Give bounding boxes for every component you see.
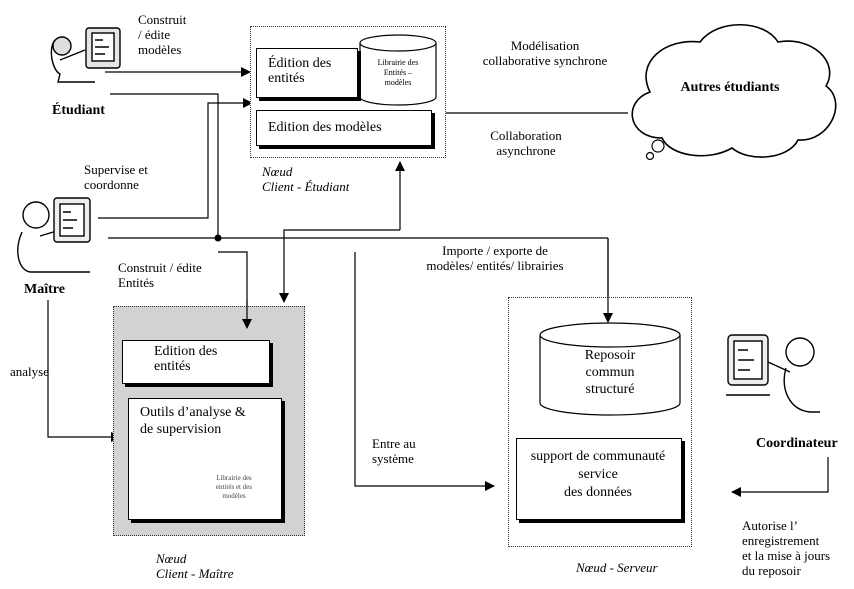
arrow-coordinateur bbox=[731, 457, 829, 497]
supervise-label: Supervise et coordonne bbox=[84, 162, 148, 192]
arrow-entre-systeme bbox=[354, 252, 495, 491]
edition-entites-box-etudiant bbox=[256, 48, 358, 98]
entre-systeme-label: Entre au système bbox=[372, 436, 416, 466]
support-label: support de communauté service des donnée… bbox=[530, 449, 666, 500]
outils-box bbox=[128, 398, 282, 520]
arrow-to-maitre-node bbox=[279, 229, 400, 303]
etudiant-label: Étudiant bbox=[52, 103, 105, 118]
cloud-shape bbox=[631, 24, 837, 161]
line-etudiant-to-junction bbox=[110, 93, 219, 238]
librairie-label-maitre: Librairie des entités et des modèles bbox=[215, 474, 253, 500]
coordinateur-figure bbox=[726, 334, 820, 413]
support-box bbox=[516, 438, 682, 520]
edition-entites-label-etudiant: Édition des entités bbox=[268, 56, 332, 86]
librairie-label-etudiant: Librairie des Entités – modèles bbox=[377, 58, 419, 87]
serveur-node-label: Nœud - Serveur bbox=[576, 560, 658, 575]
cloud-label: Autres étudiants bbox=[680, 80, 780, 95]
arrow-analyse bbox=[47, 300, 121, 442]
coordinateur-label: Coordinateur bbox=[756, 436, 838, 451]
maitre-figure bbox=[17, 197, 91, 273]
collaboration-async-label: Collaboration asynchrone bbox=[490, 128, 562, 158]
edition-modeles-box bbox=[256, 110, 432, 146]
importe-exporte-label: Importe / exporte de modèles/ entités/ l… bbox=[426, 243, 564, 273]
etudiant-figure bbox=[50, 27, 121, 83]
client-maitre-node-label: Nœud Client - Maître bbox=[156, 551, 234, 581]
construit-edite-entites-label: Construit / édite Entités bbox=[118, 260, 202, 290]
client-etudiant-node-label: Nœud Client - Étudiant bbox=[262, 164, 350, 194]
construit-edite-modeles-label: Construit / édite modèles bbox=[138, 12, 187, 57]
maitre-label: Maître bbox=[24, 282, 65, 297]
analyse-label: analyse bbox=[10, 364, 49, 379]
junction-dot bbox=[214, 234, 222, 242]
edition-modeles-label: Edition des modèles bbox=[268, 120, 382, 135]
arrow-maitre-supervise bbox=[98, 98, 253, 219]
edition-entites-box-maitre bbox=[122, 340, 270, 384]
reposoir-label: Reposoir commun structuré bbox=[584, 348, 636, 397]
outils-label: Outils d’analyse & de supervision bbox=[140, 405, 246, 437]
modelisation-sync-label: Modélisation collaborative synchrone bbox=[482, 38, 608, 68]
edition-entites-label-maitre: Edition des entités bbox=[154, 344, 218, 374]
autorise-label: Autorise l’ enregistrement et la mise à … bbox=[742, 518, 831, 578]
